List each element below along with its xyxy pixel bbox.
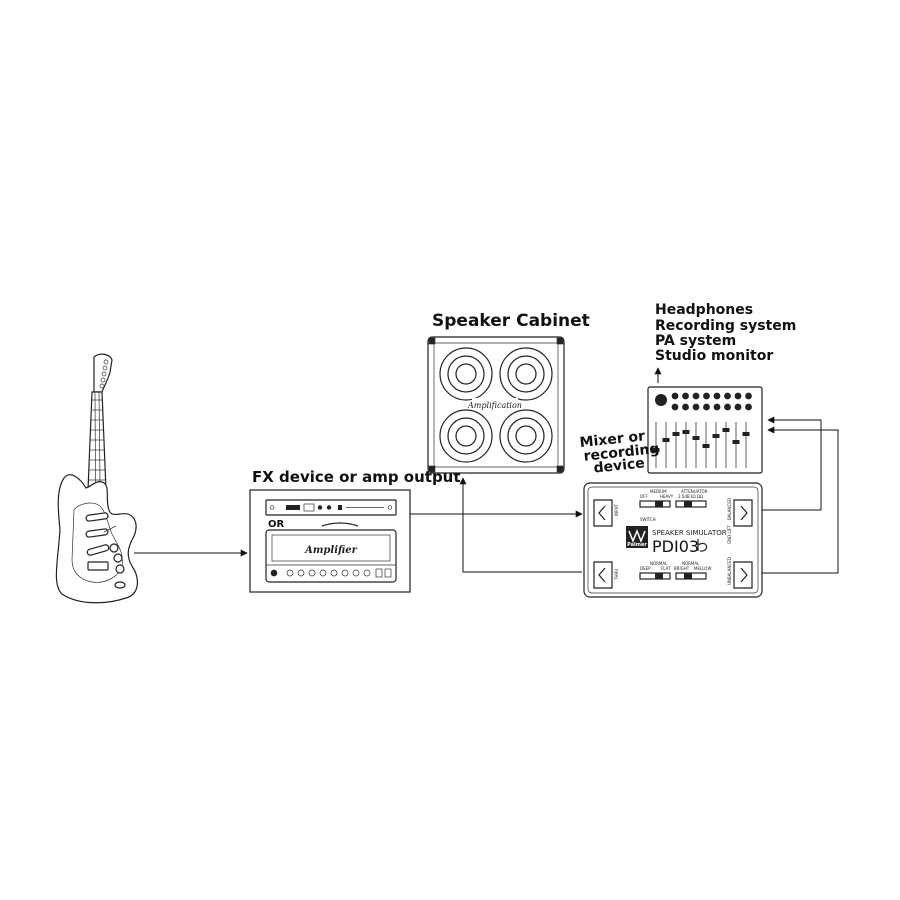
destination-pa-system: PA system <box>655 333 736 349</box>
speaker-cabinet-label: Speaker Cabinet <box>432 311 590 331</box>
speaker-cones <box>439 347 553 463</box>
mixer-knob <box>734 403 742 411</box>
fader-cap <box>712 434 720 438</box>
unbalanced-jack <box>733 561 753 589</box>
fx-device-label: FX device or amp output <box>252 468 461 486</box>
fader-cap <box>732 440 740 444</box>
pdi03-model: PDI03 <box>652 537 699 556</box>
normal-label-1: NORMAL <box>650 561 668 566</box>
thru-label: THRU <box>614 569 619 581</box>
fader-cap <box>682 430 690 434</box>
cable-pdi03-thru-to-cabinet <box>459 477 582 573</box>
balanced-jack <box>733 499 753 527</box>
palmer-logo: Palmer <box>626 526 648 548</box>
balanced-label: BALANCED <box>727 498 732 520</box>
destination-headphones: Headphones <box>655 302 753 318</box>
mixer-knobs <box>671 392 752 411</box>
thru-jack <box>593 561 613 589</box>
mixer-knob <box>734 392 742 400</box>
unbalanced-label: UNBALANCED <box>727 557 732 585</box>
normal-label-2: NORMAL <box>682 561 700 566</box>
mixer-knob <box>713 403 721 411</box>
mixer-knob <box>671 392 679 400</box>
or-label: OR <box>268 519 285 530</box>
mixer-knob <box>692 392 700 400</box>
fader-cap <box>672 432 680 436</box>
mixer-label-line3: device <box>593 455 646 476</box>
pdi03-speaker-simulator: INPUT THRU BALANCED UNBALANCED GND LIFT … <box>583 482 763 598</box>
destinations-list: Headphones Recording system PA system St… <box>655 302 796 364</box>
att-value-1: 2.5dB <box>678 494 690 499</box>
fader-cap <box>702 444 710 448</box>
cable-unbalanced-to-mixer <box>762 426 839 574</box>
fx-device-box: OR Amplifier <box>249 489 411 593</box>
mixer-label-line2: recording <box>583 441 660 465</box>
amplifier-logo: Amplifier <box>304 545 358 556</box>
mixer-knob <box>682 403 689 411</box>
mixer-knob <box>671 403 679 411</box>
att-value-3: ΩΩ <box>697 494 703 499</box>
fader-cap <box>652 448 660 452</box>
fader-cap <box>692 436 700 440</box>
electric-guitar-illustration <box>55 353 138 604</box>
input-jack <box>593 499 613 527</box>
cabinet-logo: Amplification <box>467 401 522 410</box>
mixer-knob <box>703 392 710 400</box>
mixer-knob <box>724 403 731 411</box>
deep-label: DEEP <box>640 566 651 571</box>
gnd-lift-label: GND LIFT <box>727 525 732 544</box>
mixer-knob <box>745 392 752 400</box>
mellow-label: MELLOW <box>694 566 711 571</box>
cable-balanced-to-mixer <box>762 416 822 511</box>
flat-label: FLAT <box>661 566 671 571</box>
destination-recording-system: Recording system <box>655 318 796 334</box>
mixer-knob <box>682 392 689 400</box>
mixer-label-line1: Mixer or <box>579 428 646 451</box>
pdi03-title: SPEAKER SIMULATOR <box>652 529 727 537</box>
input-label: INPUT <box>614 503 619 516</box>
mixer-knob <box>713 392 721 400</box>
mixer-knob <box>703 403 710 411</box>
mixer-knob <box>692 403 700 411</box>
amplifier-head: Amplifier <box>265 522 397 583</box>
att-value-2: 1Ω <box>690 494 696 499</box>
medium-label: MEDIUM <box>650 489 667 494</box>
attenuator-label: ATTENUATOR <box>681 489 708 494</box>
destination-studio-monitor: Studio monitor <box>655 348 773 364</box>
speaker-cabinet: Amplification <box>427 336 565 474</box>
pdi03-mark-icon <box>697 539 708 552</box>
palmer-brand: Palmer <box>627 542 647 548</box>
bright-label: BRIGHT <box>674 566 690 571</box>
fader-cap <box>742 432 750 436</box>
rack-fx-unit <box>265 499 397 516</box>
switch-label: SWITCH <box>640 517 656 522</box>
mixer-knob <box>745 403 752 411</box>
fader-cap <box>662 438 670 442</box>
off-label: OFF <box>640 494 648 499</box>
fader-cap <box>722 428 730 432</box>
mixer-knob <box>724 392 731 400</box>
mixer-console <box>647 386 763 474</box>
mixer-label: Mixer or recording device <box>579 428 660 476</box>
mixer-faders <box>652 422 750 468</box>
amp-knobs <box>270 568 392 578</box>
heavy-label: HEAVY <box>660 494 674 499</box>
